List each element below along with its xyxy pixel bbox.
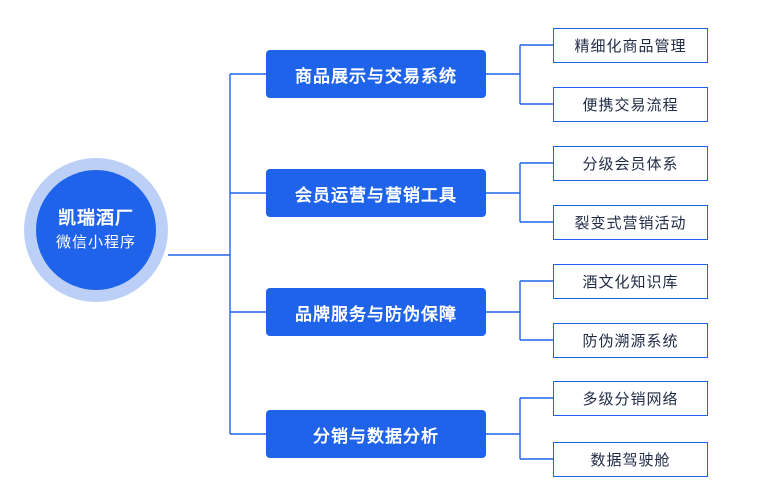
leaf-connector-4 [486,397,553,460]
root-core: 凯瑞酒厂 微信小程序 [36,170,156,290]
leaf-connector-1 [486,44,553,105]
leaf-connector-3 [486,280,553,341]
leaf-node: 数据驾驶舱 [553,442,708,477]
leaf-node: 分级会员体系 [553,146,708,181]
root-title: 凯瑞酒厂 [58,208,134,229]
leaf-node: 酒文化知识库 [553,264,708,299]
leaf-node: 防伪溯源系统 [553,323,708,358]
branch-node-brand-service: 品牌服务与防伪保障 [266,288,486,336]
branch-node-distribution: 分销与数据分析 [266,410,486,458]
branch-node-commerce: 商品展示与交易系统 [266,50,486,98]
root-subtitle: 微信小程序 [55,233,136,251]
root-node: 凯瑞酒厂 微信小程序 [24,158,168,302]
leaf-node: 便携交易流程 [553,87,708,122]
leaf-connector-2 [486,162,553,223]
leaf-node: 多级分销网络 [553,381,708,416]
leaf-node: 精细化商品管理 [553,28,708,63]
branch-node-membership: 会员运营与营销工具 [266,169,486,217]
leaf-node: 裂变式营销活动 [553,205,708,240]
